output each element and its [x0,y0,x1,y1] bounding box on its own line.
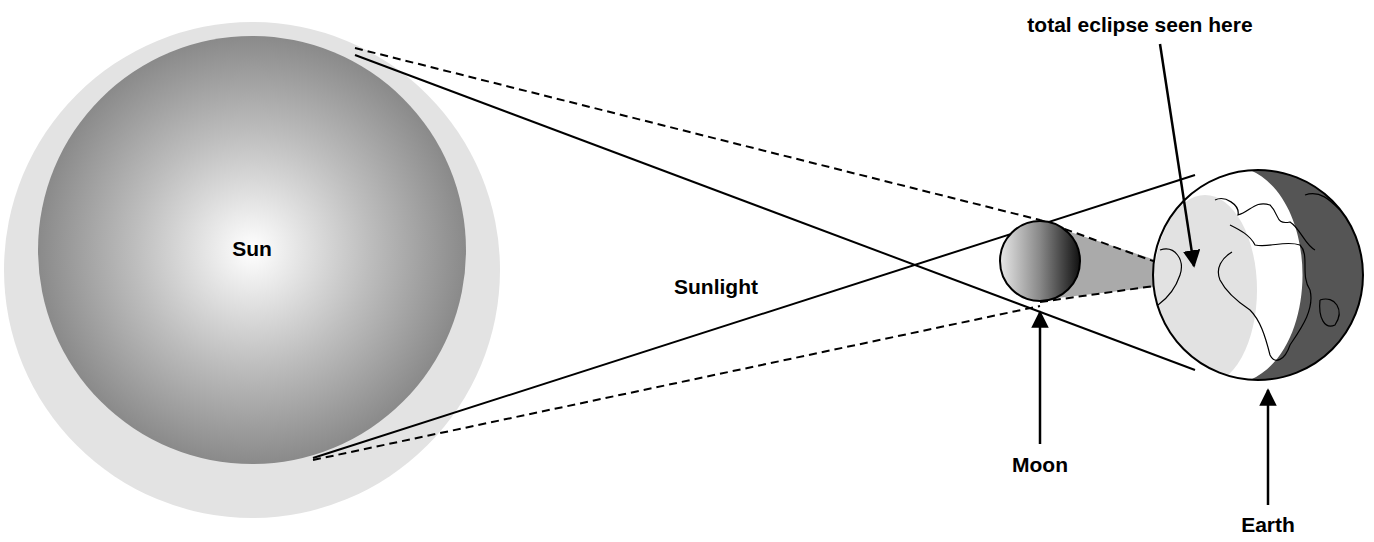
earth [1153,170,1370,385]
sun-label: Sun [232,238,272,259]
sun-circle: Sun [38,36,466,464]
callout-label: total eclipse seen here [1027,14,1252,35]
sunlight-label: Sunlight [674,276,758,297]
moon [1000,221,1080,301]
sun-corona [4,22,500,518]
earth-label: Earth [1241,514,1295,535]
moon-label: Moon [1012,454,1068,475]
callout-arrows [1040,44,1268,505]
